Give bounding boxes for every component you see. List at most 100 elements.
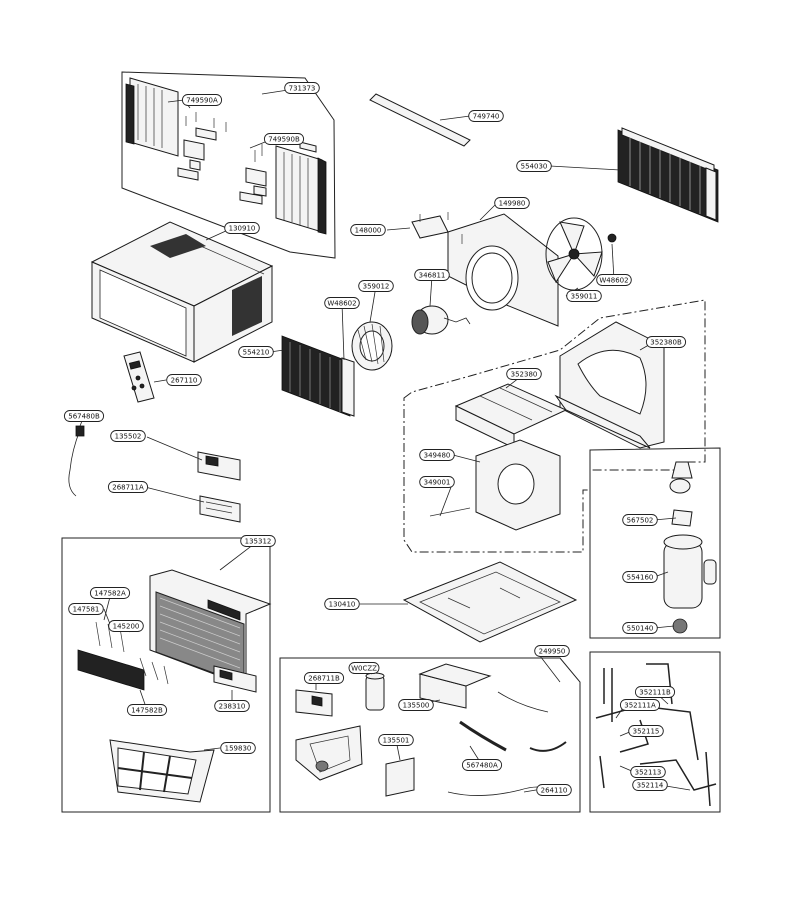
part-callout-bubble <box>419 449 455 461</box>
part-number-label: 130910 <box>229 225 256 233</box>
part-callout: 554210 <box>238 346 274 358</box>
part-number-label: W0CZZ <box>351 665 377 673</box>
part-callout: 554160 <box>622 571 658 583</box>
top-rail <box>369 93 471 147</box>
remote-control <box>123 351 155 403</box>
part-number-label: 554210 <box>243 349 270 357</box>
part-callout: 130410 <box>324 598 360 610</box>
part-number-label: 135501 <box>383 737 410 745</box>
refrigerant-tubing <box>595 663 717 807</box>
fan-shroud <box>411 212 559 327</box>
base-pan <box>402 561 578 643</box>
part-callout-bubble <box>494 197 530 209</box>
part-number-label: 147582A <box>94 590 126 598</box>
part-number-label: 149980 <box>499 200 526 208</box>
part-number-label: 267110 <box>171 377 198 385</box>
part-number-label: 359011 <box>571 293 598 301</box>
part-callout: W48602 <box>596 274 632 286</box>
part-callout-bubble <box>632 779 668 791</box>
part-callout: 349001 <box>419 476 455 488</box>
part-number-label: 550140 <box>627 625 654 633</box>
part-callout: 264110 <box>536 784 572 796</box>
part-number-label: 352113 <box>635 769 662 777</box>
part-number-label: 249950 <box>539 648 566 656</box>
part-callout-bubble <box>224 222 260 234</box>
leader-lines <box>79 89 691 793</box>
parts-drawings <box>68 77 719 807</box>
part-number-label: 749590B <box>268 136 300 144</box>
part-callout: W48602 <box>324 297 360 309</box>
part-callout-bubble <box>619 699 661 711</box>
part-callout: 238310 <box>214 700 250 712</box>
part-callout-bubble <box>378 734 414 746</box>
part-number-label: 352380B <box>650 339 682 347</box>
part-number-label: 147581 <box>73 606 100 614</box>
part-number-label: 349480 <box>424 452 451 460</box>
part-callout: 148000 <box>350 224 386 236</box>
part-callout-bubble <box>107 481 149 493</box>
evaporator-coil <box>281 335 355 417</box>
part-callout-bubble <box>166 374 202 386</box>
part-callout-bubble <box>89 587 131 599</box>
part-callout: 567502 <box>622 514 658 526</box>
part-callout-bubble <box>238 346 274 358</box>
part-number-label: 731373 <box>289 85 316 93</box>
part-number-label: 567480B <box>68 413 100 421</box>
part-callout-bubble <box>506 368 542 380</box>
part-callout-bubble <box>419 476 455 488</box>
part-number-label: 268711B <box>308 675 340 683</box>
part-number-label: 145200 <box>113 623 140 631</box>
part-number-label: 352380 <box>511 371 538 379</box>
part-callout: 550140 <box>622 622 658 634</box>
part-callout-bubble <box>622 571 658 583</box>
part-callout: 554030 <box>516 160 552 172</box>
part-callout-bubble <box>468 110 504 122</box>
part-callout-bubble <box>263 133 305 145</box>
part-callout: 352111B <box>634 686 676 698</box>
part-callout-bubble <box>516 160 552 172</box>
blower-wheel <box>351 321 393 371</box>
part-number-label: 346811 <box>419 272 446 280</box>
compressor <box>663 461 717 634</box>
part-callout: 352111A <box>619 699 661 711</box>
part-callout-bubble <box>240 535 276 547</box>
outdoor-fan <box>545 217 617 291</box>
part-callout: 352113 <box>630 766 666 778</box>
part-number-label: 147582B <box>131 707 163 715</box>
air-filter <box>109 739 215 803</box>
part-callout-bubble <box>303 672 345 684</box>
part-callout-bubble <box>398 699 434 711</box>
part-callout: 749740 <box>468 110 504 122</box>
part-number-label: 135312 <box>245 538 272 546</box>
part-callout-bubble <box>110 430 146 442</box>
part-callout-bubble <box>622 622 658 634</box>
part-callout-bubble <box>214 700 250 712</box>
part-callout: W0CZZ <box>348 662 380 674</box>
orifice-plate <box>429 439 561 531</box>
group-outlines <box>61 71 721 813</box>
part-number-label: 359012 <box>363 283 390 291</box>
part-callout: 145200 <box>108 620 144 632</box>
part-number-label: 554160 <box>627 574 654 582</box>
part-callout: 268711A <box>107 481 149 493</box>
right-side-curtain <box>275 145 327 235</box>
part-callout: 159830 <box>220 742 256 754</box>
part-callout-bubble <box>358 280 394 292</box>
cabinet <box>90 221 274 363</box>
part-callout: 135312 <box>240 535 276 547</box>
part-number-label: 238310 <box>219 703 246 711</box>
part-number-label: W48602 <box>599 277 628 285</box>
part-callout: 149980 <box>494 197 530 209</box>
part-callout-bubble <box>534 645 570 657</box>
part-callout-bubble <box>324 297 360 309</box>
part-number-label: 352111A <box>624 702 656 710</box>
power-cord <box>68 425 85 497</box>
part-callout: 749590B <box>263 133 305 145</box>
part-callout-bubble <box>596 274 632 286</box>
part-callout: 359012 <box>358 280 394 292</box>
condenser-coil <box>617 127 719 223</box>
part-callout: 147582A <box>89 587 131 599</box>
part-callout: 135500 <box>398 699 434 711</box>
part-callout-bubble <box>68 603 104 615</box>
